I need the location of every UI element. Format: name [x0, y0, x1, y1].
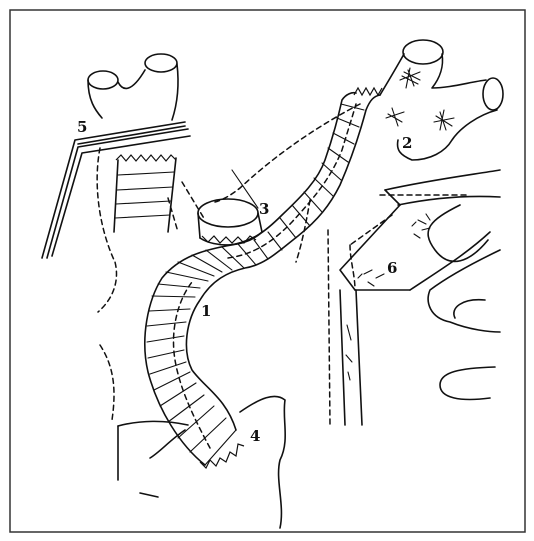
- right-organ-region: [340, 170, 500, 399]
- vertical-column: [328, 230, 362, 425]
- label-5: 5: [77, 118, 87, 136]
- label-4: 4: [250, 427, 260, 445]
- right-airway: [380, 40, 503, 160]
- label-6: 6: [387, 259, 397, 277]
- label-3: 3: [259, 200, 269, 218]
- label-1: 1: [201, 302, 211, 320]
- left-dashed-outline-lower: [100, 345, 114, 420]
- label-2: 2: [402, 134, 412, 152]
- short-conduit-segment: [198, 170, 262, 245]
- figure-frame: [10, 10, 525, 532]
